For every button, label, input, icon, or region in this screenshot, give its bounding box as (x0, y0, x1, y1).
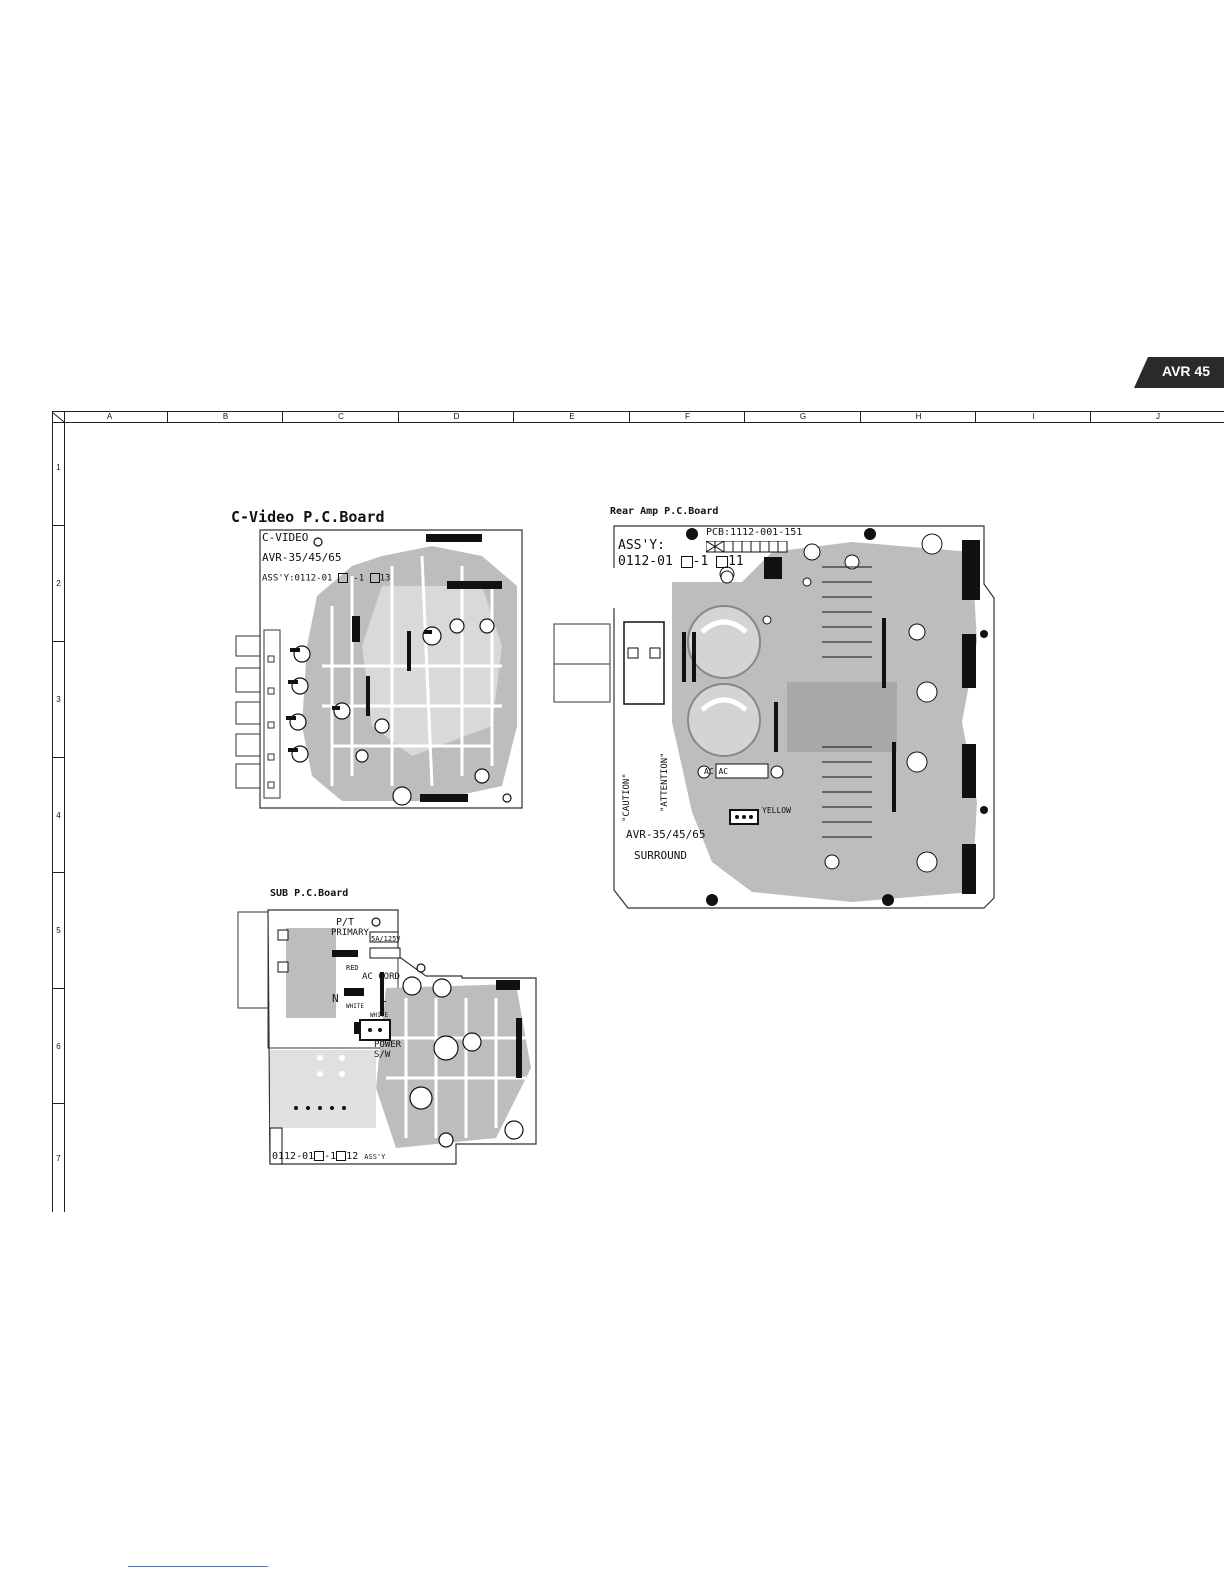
sub-board-title: SUB P.C.Board (270, 888, 349, 899)
rearamp-function-label: SURROUND (634, 849, 687, 862)
rearamp-assy-dash: -1 (692, 554, 709, 569)
sub-l-label: L (380, 992, 387, 1005)
sub-assy-label: ASS'Y (364, 1153, 386, 1161)
grid-col-d: D (398, 412, 514, 422)
rearamp-board-title: Rear Amp P.C.Board (610, 506, 719, 517)
cvideo-name-label: C-VIDEO (262, 531, 309, 544)
grid-col-f: F (629, 412, 745, 422)
sub-pt-label: P/T (336, 917, 355, 928)
cvideo-assy-box-2 (369, 573, 380, 583)
grid-column-header: A B C D E F G H I J (52, 411, 1224, 423)
grid-row-header: 1 2 3 4 5 6 7 (52, 411, 65, 1212)
rearamp-caution-label: "CAUTION" (622, 773, 632, 822)
cvideo-board-title: C-Video P.C.Board (231, 508, 385, 526)
grid-col-a: A (106, 412, 113, 421)
grid-row-4: 4 (53, 757, 64, 873)
model-tab: AVR 45 (1134, 357, 1224, 388)
sub-white2-label: WHITE (370, 1012, 389, 1019)
rearamp-version-boxes (705, 540, 790, 558)
sub-assy-box-1 (314, 1151, 325, 1161)
sub-pcb (237, 909, 537, 1165)
sub-sw-label: S/W (374, 1050, 391, 1060)
cvideo-assy-label: ASS'Y:0112-01 -1 13 (262, 573, 390, 584)
rearamp-assy-line: 0112-01 -1 11 (618, 554, 744, 569)
sub-ac-cord-label: AC CORD (362, 972, 400, 982)
rearamp-assy-number: 11 (728, 554, 744, 569)
rearamp-attention-label: "ATTENTION" (660, 752, 670, 812)
rearamp-assy-box-1 (680, 555, 693, 568)
rearamp-pcb (553, 525, 995, 909)
grid-col-c: C (282, 412, 399, 422)
sub-red-label: RED (346, 964, 359, 972)
rearamp-pcb-label: PCB:1112-001-151 (706, 527, 803, 538)
grid-col-e: E (513, 412, 630, 422)
rearamp-assy-box-2 (716, 555, 729, 568)
cvideo-assy-num: 13 (379, 573, 391, 584)
sub-assy-number: 12 (346, 1151, 359, 1162)
grid-col-g: G (744, 412, 861, 422)
grid-col-i: I (975, 412, 1091, 422)
grid-row-7: 7 (53, 1103, 64, 1213)
rearamp-yellow-label: YELLOW (762, 806, 791, 815)
grid-row-1: 1 (56, 463, 61, 472)
grid-row-5: 5 (53, 872, 64, 989)
sub-n-label: N (332, 992, 339, 1005)
grid-row-3: 3 (53, 641, 64, 758)
grid-row-6: 6 (53, 988, 64, 1104)
sub-power-label: POWER (374, 1040, 402, 1050)
sub-assy-num: 0112-01 (272, 1151, 315, 1162)
grid-col-b: B (167, 412, 283, 422)
grid-row-2: 2 (53, 525, 64, 642)
cvideo-assy-box-1 (337, 573, 348, 583)
grid-corner (51, 411, 65, 423)
cvideo-model-label: AVR-35/45/65 (262, 551, 342, 564)
sub-primary-label: PRIMARY (331, 928, 369, 938)
footer-link-underline[interactable] (128, 1566, 268, 1567)
sub-white1-label: WHITE (346, 1003, 365, 1010)
sub-assy-line: 0112-01 -1 12 ASS'Y (272, 1151, 385, 1162)
grid-col-j: J (1090, 412, 1224, 422)
cvideo-assy-text: ASS'Y:0112-01 (262, 573, 333, 584)
cvideo-assy-dash: -1 (353, 573, 365, 584)
grid-col-h: H (860, 412, 976, 422)
sub-fuse-label: 5A/125V (371, 935, 401, 943)
model-tab-label: AVR 45 (1162, 363, 1210, 379)
rearamp-ac-label: AC AC (704, 767, 729, 776)
sub-assy-box-2 (336, 1151, 347, 1161)
rearamp-assy-num: 0112-01 (618, 554, 673, 569)
rearamp-assy-label: ASS'Y: (618, 538, 665, 553)
rearamp-model-label: AVR-35/45/65 (626, 828, 706, 841)
cvideo-pcb (235, 529, 523, 809)
sub-assy-dash: -1 (324, 1151, 337, 1162)
